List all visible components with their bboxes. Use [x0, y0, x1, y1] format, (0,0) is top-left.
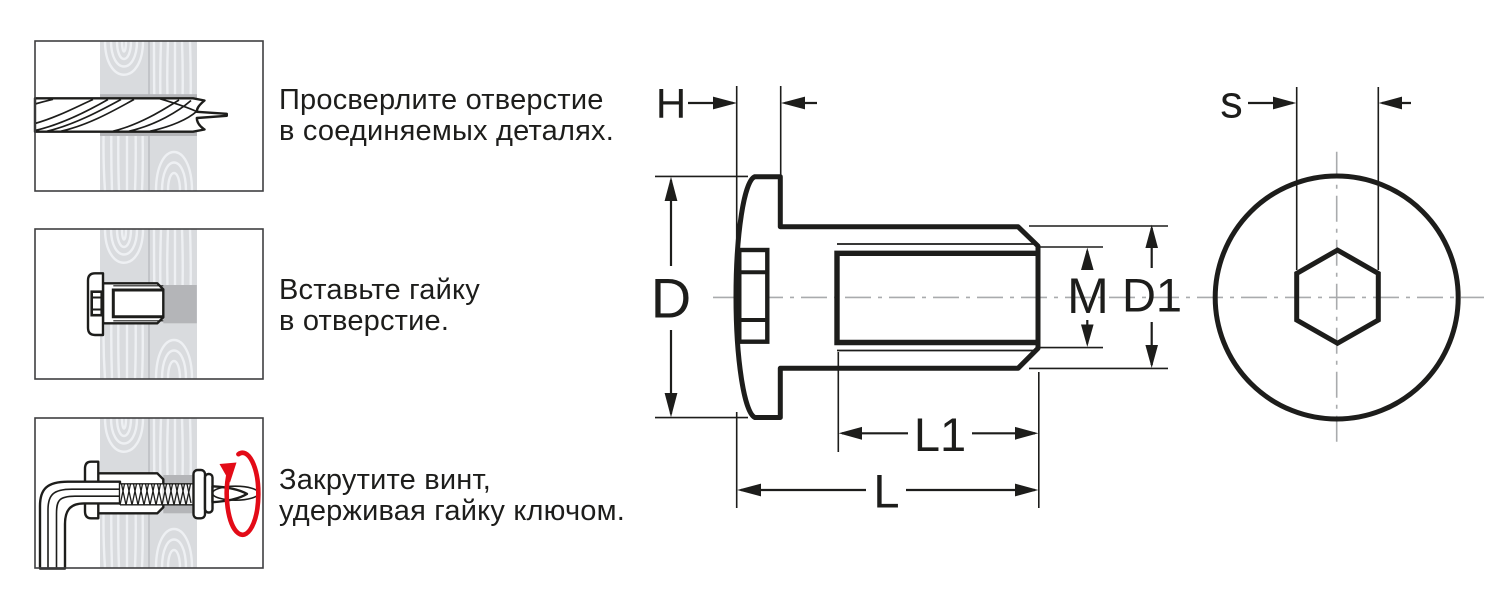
rotation-arrow-icon [219, 450, 261, 538]
dimension-lines: H D M D1 L1 L s [651, 77, 1411, 518]
step3-frame [34, 417, 264, 569]
drill-bit-icon [33, 97, 228, 133]
step1-caption-line1: Просверлите отверстие [279, 84, 604, 116]
dim-label-L1: L1 [914, 408, 966, 461]
step2-caption: Вставьте гайку в отверстие. [279, 275, 480, 337]
dim-label-D1: D1 [1122, 269, 1182, 322]
hole-edge-bottom [100, 131, 197, 136]
thread-bore [834, 243, 1038, 352]
threaded-screw-icon [119, 468, 260, 520]
step3-caption-line1: Закрутите винт, [279, 464, 492, 496]
step2-caption-line2: в отверстие. [279, 305, 450, 337]
hole-shadow [163, 285, 197, 324]
dimension-arrowheads [664, 96, 1402, 497]
step3-caption: Закрутите винт, удерживая гайку ключом. [279, 465, 625, 527]
nut-face-circle [1212, 173, 1461, 422]
dim-label-M: M [1067, 268, 1109, 324]
nut-body-fill [736, 176, 1038, 418]
step3-caption-line2: удерживая гайку ключом. [279, 495, 626, 527]
extension-lines [655, 86, 1380, 508]
furniture-nut-icon [86, 272, 165, 337]
dim-label-H: H [656, 80, 686, 127]
dim-label-D: D [651, 267, 691, 330]
step1-illustration [33, 40, 264, 192]
step3-illustration [34, 417, 264, 570]
end-view [1212, 151, 1461, 442]
step2-illustration [34, 228, 264, 380]
dim-label-L: L [873, 465, 899, 518]
side-view [713, 174, 1484, 420]
step1-frame [34, 40, 264, 192]
hex-socket-face [1294, 247, 1381, 347]
step1-caption: Просверлите отверстие в соединяемых дета… [279, 85, 614, 147]
dim-label-s: s [1220, 77, 1243, 128]
step1-caption-line2: в соединяемых деталях. [279, 115, 614, 147]
washer [192, 468, 207, 520]
step2-caption-line1: Вставьте гайку [279, 274, 480, 306]
hole-edge-top [100, 94, 197, 99]
nut-profile [733, 174, 1041, 420]
step2-frame [34, 228, 264, 380]
hex-socket-side-view [737, 247, 770, 344]
